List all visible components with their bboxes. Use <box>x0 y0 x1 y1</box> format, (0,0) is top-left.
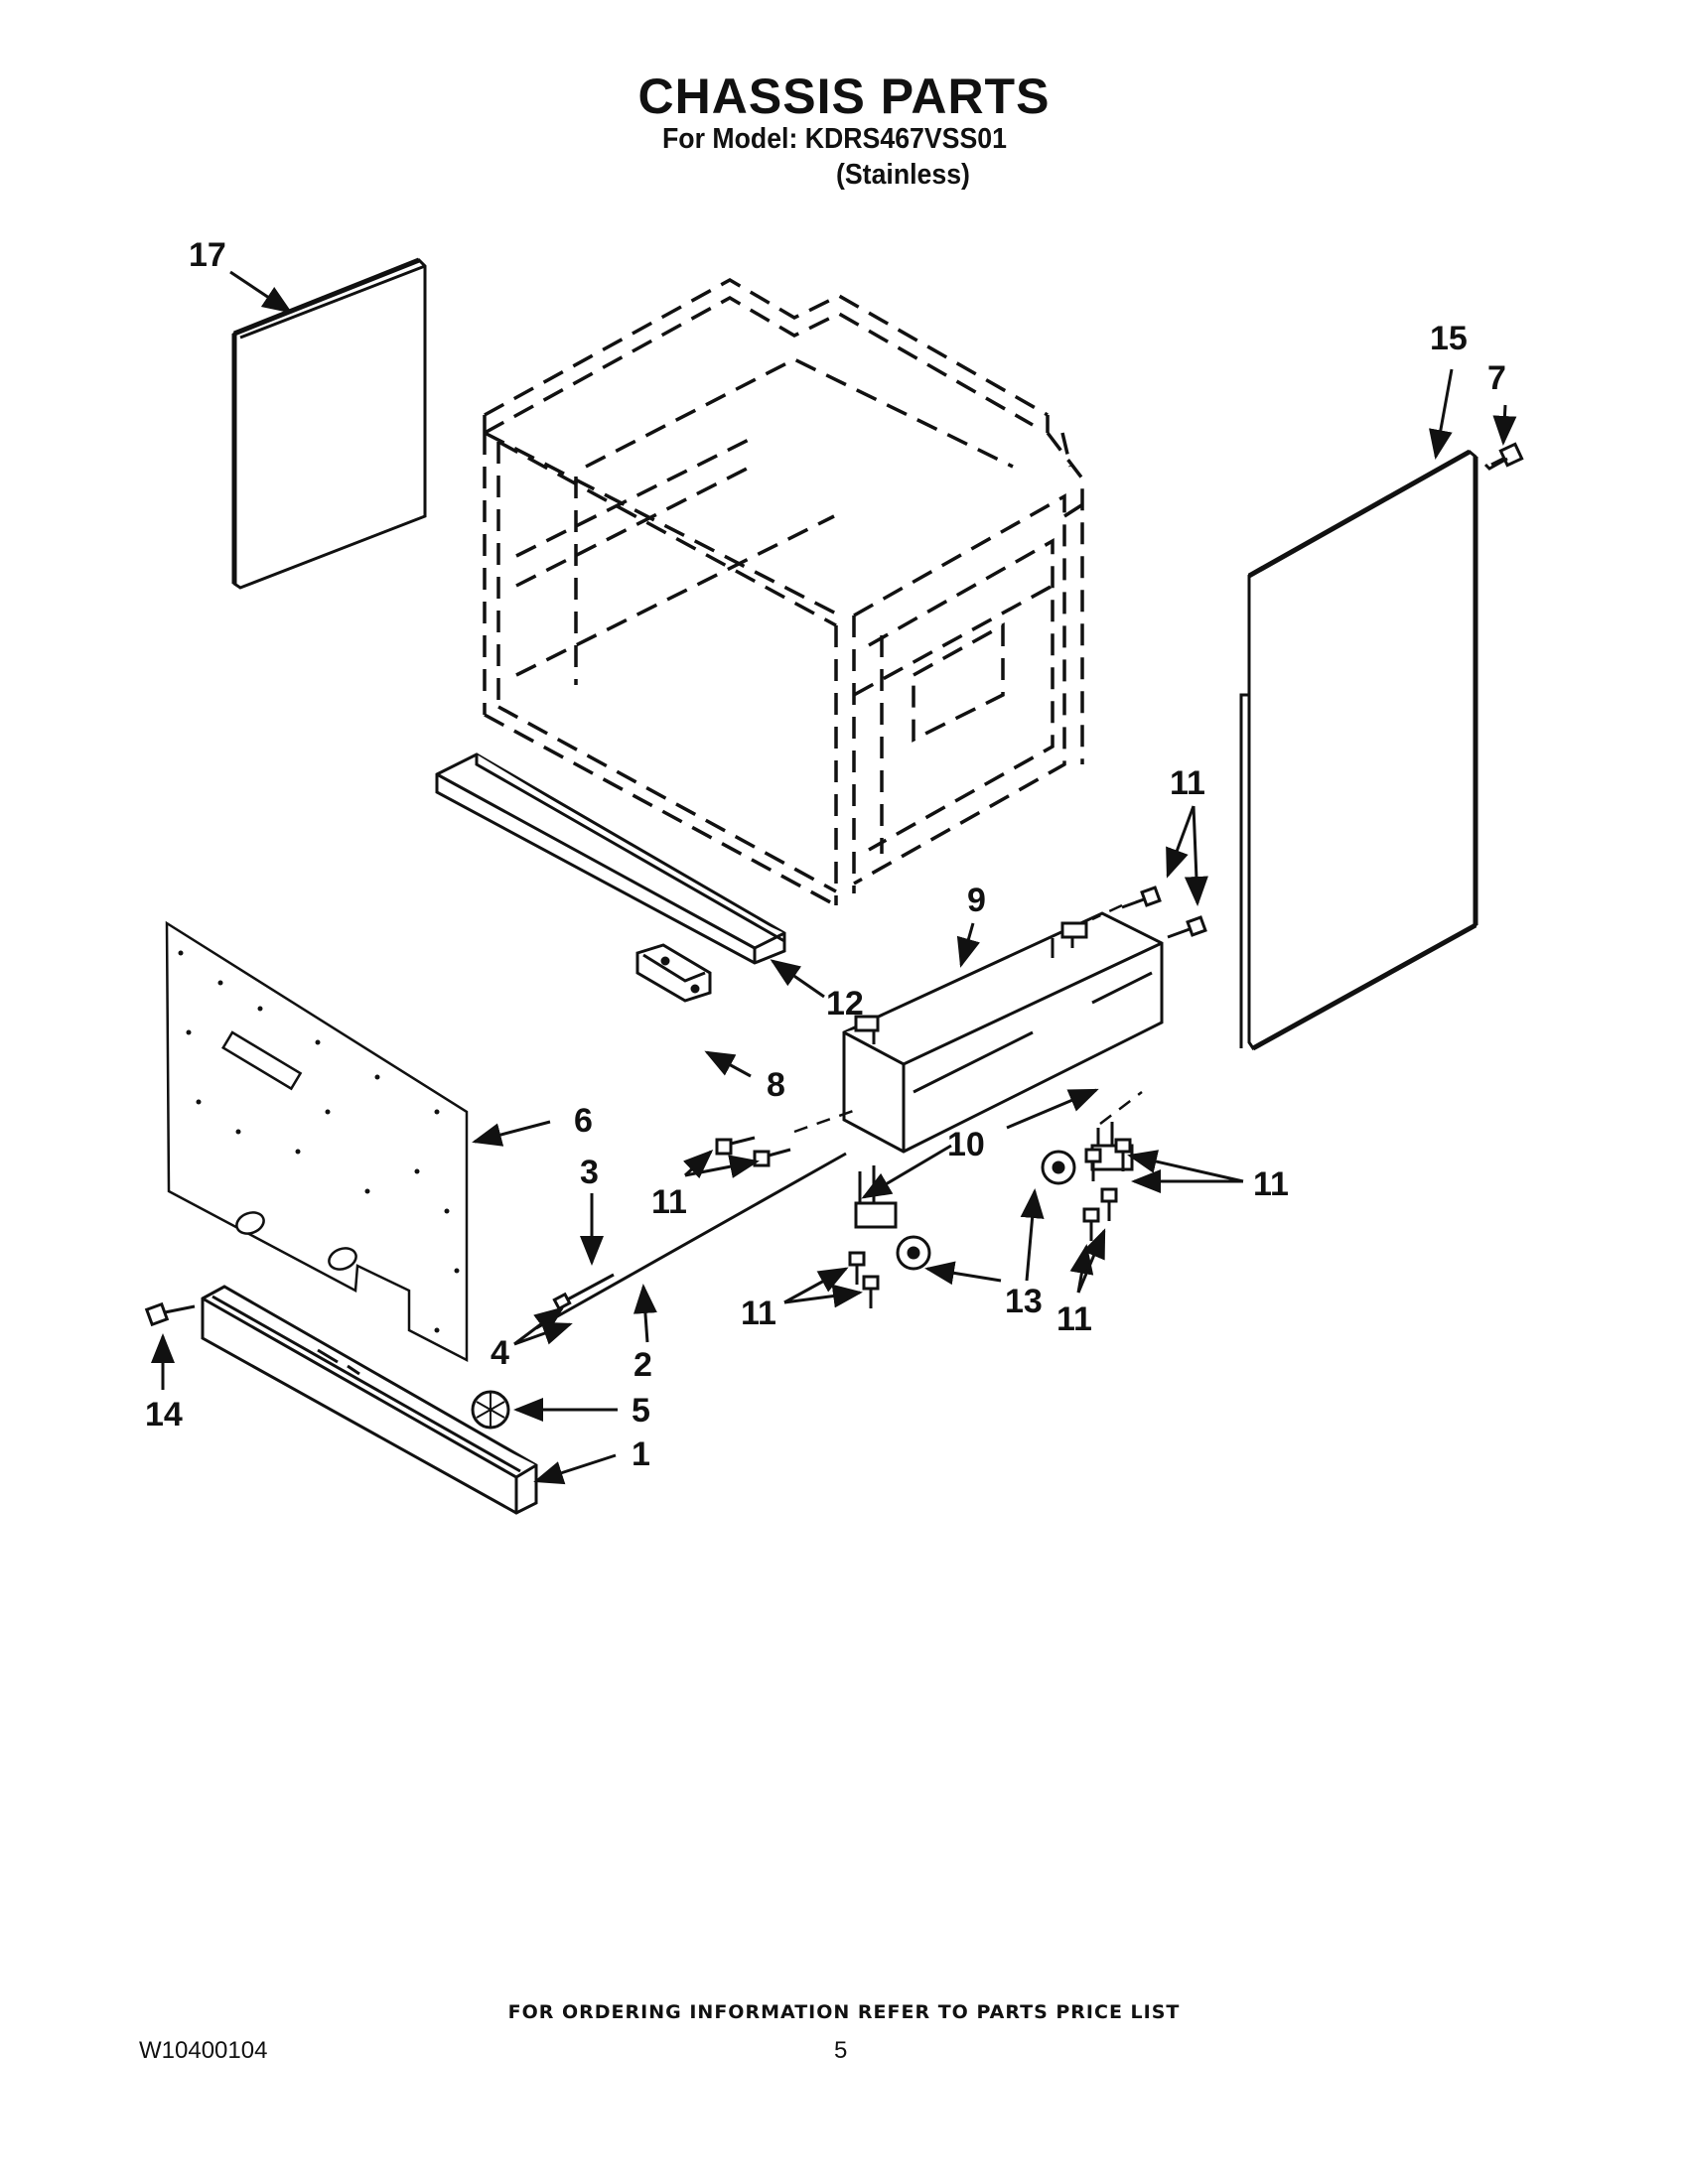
callout-11-left: 11 <box>651 1183 687 1221</box>
page-title: CHASSIS PARTS <box>637 68 1051 124</box>
callout-17: 17 <box>189 236 226 274</box>
screws-part-11 <box>715 886 1207 1308</box>
leader-arrows <box>151 270 1517 1485</box>
arrow-6 <box>472 1120 551 1147</box>
assembly-guide-lines <box>793 903 1143 1134</box>
callout-4: 4 <box>491 1334 509 1372</box>
bracket-part-8 <box>635 943 712 1003</box>
arrow-13-b <box>924 1261 1002 1286</box>
arrow-11-left-b <box>684 1155 760 1178</box>
callout-3: 3 <box>580 1154 599 1191</box>
arrow-11-lower-right-b <box>1076 1228 1106 1294</box>
callout-8: 8 <box>767 1066 785 1104</box>
side-panel-right-part-15 <box>1239 449 1478 1051</box>
callout-11-right: 11 <box>1253 1165 1289 1203</box>
arrow-10-b <box>1006 1088 1099 1130</box>
callout-11-lower-right: 11 <box>1056 1300 1092 1338</box>
arrow-1 <box>533 1453 617 1485</box>
ordering-note: FOR ORDERING INFORMATION REFER TO PARTS … <box>507 2001 1181 2023</box>
arrow-11-left-a <box>683 1149 714 1179</box>
arrow-11-top-a <box>1166 805 1196 879</box>
page-number: 5 <box>834 2037 848 2064</box>
callout-6: 6 <box>574 1102 593 1140</box>
callout-7: 7 <box>1487 359 1506 397</box>
arrow-7 <box>1492 404 1517 446</box>
grommet-part-5 <box>471 1390 510 1430</box>
arrow-11-lower-left-b <box>783 1284 863 1308</box>
screw-part-7 <box>1483 442 1524 471</box>
callout-12: 12 <box>826 985 864 1023</box>
arrow-15 <box>1429 368 1454 460</box>
callout-11-top: 11 <box>1170 764 1205 802</box>
arrow-11-lower-left-a <box>783 1267 849 1304</box>
arrow-10-a <box>861 1144 952 1199</box>
callout-15: 15 <box>1430 320 1468 357</box>
callout-14: 14 <box>145 1396 183 1433</box>
callout-10: 10 <box>947 1126 985 1163</box>
callout-13: 13 <box>1005 1283 1043 1320</box>
rail-part-12 <box>435 752 786 965</box>
arrow-12 <box>770 959 825 999</box>
callout-9: 9 <box>967 882 986 919</box>
arrow-4-b <box>513 1321 573 1346</box>
screw-part-14 <box>144 1301 196 1327</box>
model-line: For Model: KDRS467VSS01 <box>662 123 1007 155</box>
document-number: W10400104 <box>139 2037 268 2064</box>
pin-part-3 <box>552 1273 615 1311</box>
callout-11-lower-left: 11 <box>741 1295 776 1332</box>
caster-part-13 <box>896 1150 1076 1271</box>
callout-numbers: 17 15 7 11 9 12 8 6 3 10 11 11 13 11 11 … <box>145 236 1506 1473</box>
arrow-2 <box>633 1284 657 1343</box>
callout-5: 5 <box>632 1392 650 1430</box>
arrow-8 <box>704 1050 752 1078</box>
arrow-11-right-a <box>1127 1150 1244 1183</box>
electrical-box-part-9 <box>842 911 1164 1154</box>
arrow-17 <box>229 270 293 314</box>
finish-line: (Stainless) <box>836 159 970 191</box>
side-panel-left-part-17 <box>231 257 427 590</box>
toe-kick-part-1 <box>201 1285 538 1515</box>
arrow-9 <box>956 922 980 968</box>
rod-part-2 <box>535 1152 847 1330</box>
back-panel-part-6 <box>165 920 469 1363</box>
callout-1: 1 <box>632 1435 650 1473</box>
oven-cavity-outline <box>483 277 1093 907</box>
arrow-4-a <box>513 1306 565 1346</box>
arrow-11-top-b <box>1184 805 1208 906</box>
arrow-13-a <box>1020 1188 1045 1282</box>
callout-2: 2 <box>633 1346 652 1384</box>
